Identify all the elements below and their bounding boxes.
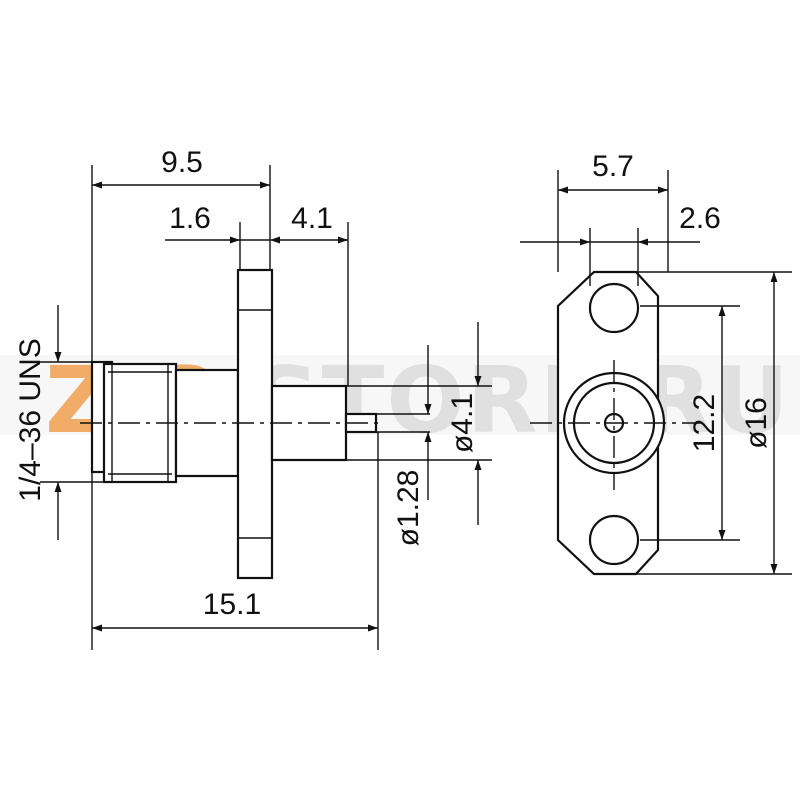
dim-1-6: 1.6 [169,202,211,235]
dim-2-6: 2.6 [679,202,721,235]
front-view: 5.7 2.6 12.2 ø16 [520,150,792,576]
mounting-hole-bottom [588,514,640,566]
dim-dia-1-28: ø1.28 [392,470,425,547]
dim-12-2: 12.2 [688,394,721,452]
dim-4-1: 4.1 [291,202,333,235]
side-extension-lines [40,165,492,650]
dim-thread: 1/4–36 UNS [14,338,47,501]
dim-5-7: 5.7 [592,150,634,183]
dim-dia-4-1: ø4.1 [446,393,479,453]
dim-16: ø16 [740,397,773,449]
flange [236,268,274,580]
dim-15-1: 15.1 [203,588,261,621]
side-view: 9.5 1.6 4.1 15.1 1/4–36 UNS ø4.1 ø1.28 [14,146,492,650]
mounting-hole-top [588,282,640,334]
dim-9-5: 9.5 [161,146,203,179]
